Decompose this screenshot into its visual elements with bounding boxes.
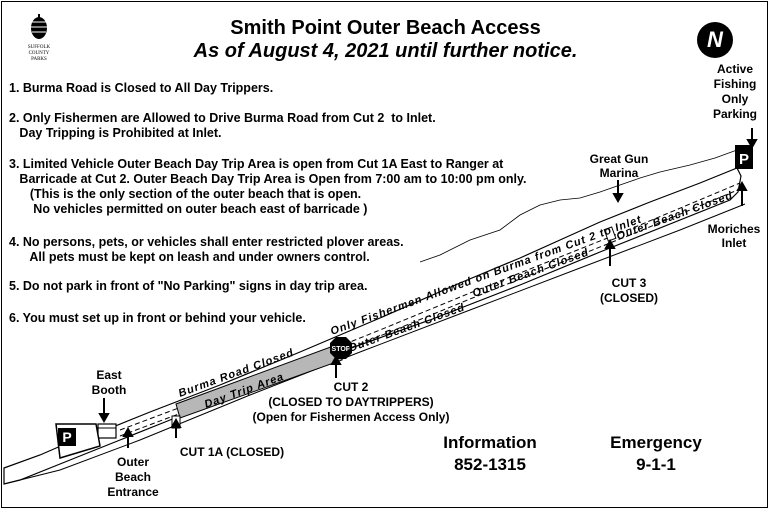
- rule-1: 1. Burma Road is Closed to All Day Tripp…: [9, 81, 274, 95]
- stop-sign-shape: [330, 337, 352, 359]
- north-letter: N: [707, 27, 723, 52]
- cut-1a-label: CUT 1A (CLOSED): [179, 445, 285, 459]
- ocean-shoreline: [3, 203, 746, 485]
- information-block: Information 852-1315: [430, 432, 550, 476]
- suffolk-parks-logo: SUFFOLK COUNTY PARKS: [22, 14, 56, 63]
- burma-road: [119, 182, 741, 431]
- information-label: Information: [443, 433, 537, 452]
- day-trip-area-strip: [175, 344, 343, 419]
- arrow-marks: [98, 128, 758, 448]
- cut-3-label: CUT 3 (CLOSED): [600, 276, 658, 305]
- east-parking-sign: [735, 145, 753, 169]
- moriches-inlet-label: Moriches Inlet: [707, 222, 761, 250]
- rule-5: 5. Do not park in front of "No Parking" …: [9, 279, 368, 293]
- emergency-number: 9-1-1: [636, 455, 676, 474]
- emergency-label: Emergency: [610, 433, 702, 452]
- rule-3: 3. Limited Vehicle Outer Beach Day Trip …: [9, 157, 527, 216]
- east-booth-label: East Booth: [91, 368, 127, 397]
- cut-2-label: CUT 2 (CLOSED TO DAYTRIPPERS) (Open for …: [252, 380, 450, 424]
- rule-4: 4. No persons, pets, or vehicles shall e…: [9, 235, 404, 264]
- active-fishing-label: Active Fishing Only Parking: [712, 62, 757, 121]
- rule-6: 6. You must set up in front or behind yo…: [9, 311, 306, 325]
- west-parking-sign: [58, 428, 76, 446]
- rule-2: 2. Only Fishermen are Allowed to Drive B…: [9, 111, 436, 140]
- north-arrow-icon: N: [697, 22, 733, 58]
- stop-sign-text: STOP: [332, 346, 351, 353]
- bay-shoreline: [419, 149, 738, 263]
- page-title: Smith Point Outer Beach Access: [230, 17, 541, 39]
- pinecone-icon: [31, 14, 47, 39]
- east-booth-icon: [97, 423, 117, 439]
- logo-text: SUFFOLK COUNTY PARKS: [27, 45, 51, 62]
- page-subtitle: As of August 4, 2021 until further notic…: [193, 40, 578, 62]
- emergency-block: Emergency 9-1-1: [596, 432, 716, 476]
- information-number: 852-1315: [454, 455, 526, 474]
- outer-beach-entrance-label: Outer Beach Entrance: [107, 455, 159, 499]
- east-parking-letter: P: [739, 151, 749, 168]
- west-parking-letter: P: [62, 429, 71, 445]
- burma-road-inner: [119, 188, 741, 437]
- cut-3-marker: [603, 226, 617, 242]
- great-gun-marina-label: Great Gun Marina: [589, 152, 649, 180]
